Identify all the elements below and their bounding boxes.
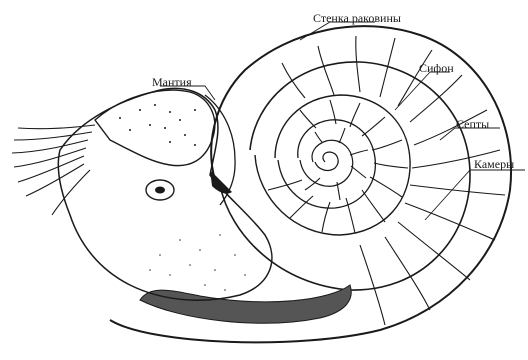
label-siphon: Сифон [419, 62, 454, 74]
mantle-shadow [210, 170, 232, 194]
label-shell-wall: Стенка раковины [313, 12, 401, 24]
inner-whorl-center [315, 152, 338, 170]
siphuncle-band [140, 285, 351, 323]
inner-whorl-3 [300, 140, 353, 186]
label-chambers: Камеры [474, 158, 514, 170]
hood [95, 90, 215, 166]
shell-whorl-line [220, 62, 470, 290]
tentacles [12, 125, 95, 215]
body-stipple [149, 234, 246, 291]
eye-pupil [155, 187, 165, 194]
hood-texture [119, 104, 196, 146]
label-mantle: Мантия [152, 76, 192, 88]
label-septa: Септы [456, 118, 489, 130]
inner-whorl-2 [278, 120, 375, 208]
animal-body [58, 88, 272, 300]
leader-siphon [395, 72, 450, 110]
